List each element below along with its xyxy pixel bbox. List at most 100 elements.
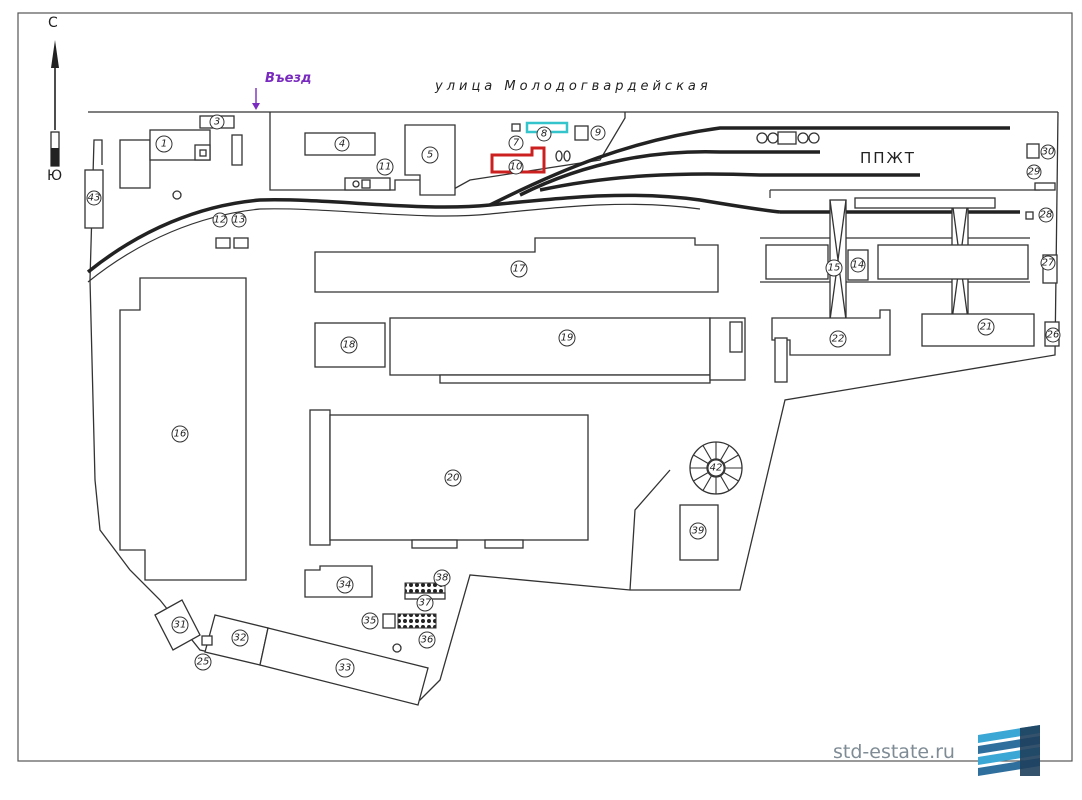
railway-track-branch-2 xyxy=(519,150,820,197)
building-20: 20 xyxy=(309,409,589,549)
railway-track-main xyxy=(86,193,781,274)
building-27-label: 27 xyxy=(1042,258,1055,269)
building-8-label: 8 xyxy=(541,129,547,140)
building-25: 25 xyxy=(194,653,212,671)
building-5: 5 xyxy=(404,124,456,196)
street-name: улица Молодогвардейская xyxy=(434,79,712,94)
building-4-label: 4 xyxy=(339,139,345,150)
building-15-label: 15 xyxy=(828,263,841,274)
round-structure-spoke xyxy=(723,454,739,464)
building-30: 30 xyxy=(1026,143,1056,160)
ppzht-wagons xyxy=(756,131,820,145)
railway-track-branch-1 xyxy=(489,126,1010,207)
building-29: 29 xyxy=(1026,164,1056,191)
entry-label: Въезд xyxy=(265,71,312,86)
building-36: 36 xyxy=(397,613,437,649)
building-5-label: 5 xyxy=(427,150,433,161)
warehouse-east xyxy=(877,244,1029,280)
building-43: 43 xyxy=(84,169,104,229)
small-structure xyxy=(231,134,243,166)
ppzht-label: ППЖТ xyxy=(860,149,916,167)
building-15: 15 xyxy=(765,244,843,280)
building-14-label: 14 xyxy=(852,260,865,271)
building-4: 4 xyxy=(304,132,376,156)
round-structure-spoke xyxy=(693,472,709,482)
north-arrow-icon xyxy=(51,40,59,68)
building-37: 37 xyxy=(404,592,446,612)
building-13-label: 13 xyxy=(233,215,246,226)
compass-south-label: Ю xyxy=(47,168,62,184)
building-34-label: 34 xyxy=(339,580,352,591)
round-structure-spoke xyxy=(723,472,739,482)
building-22: 22 xyxy=(771,309,891,383)
building-38-label: 38 xyxy=(436,573,449,584)
building-31-label: 31 xyxy=(174,620,187,631)
map-frame xyxy=(17,12,1073,762)
compass-north-label: С xyxy=(48,15,58,31)
building-1: 1 xyxy=(119,129,211,189)
round-structure-spoke xyxy=(702,475,712,491)
entry-arrow-icon xyxy=(252,88,260,110)
building-14: 14 xyxy=(847,249,869,281)
building-18: 18 xyxy=(314,322,386,368)
watermark-logo-icon xyxy=(978,725,1040,776)
site-boundary xyxy=(89,111,1059,701)
round-structure-spoke xyxy=(702,445,712,461)
building-10-label: 10 xyxy=(510,162,523,173)
building-29-label: 29 xyxy=(1028,167,1041,178)
building-3-label: 3 xyxy=(214,117,220,128)
building-17-label: 17 xyxy=(513,264,526,275)
building-8: 8 xyxy=(525,121,569,142)
round-structure-spoke xyxy=(693,454,709,464)
building-16-label: 16 xyxy=(174,429,187,440)
building-18-label: 18 xyxy=(343,340,356,351)
building-35: 35 xyxy=(361,612,396,630)
building-7: 7 xyxy=(508,123,524,151)
building-13: 13 xyxy=(231,212,249,249)
building-12: 12 xyxy=(212,212,231,249)
building-36-label: 36 xyxy=(421,635,434,646)
building-34: 34 xyxy=(304,565,373,598)
building-7-label: 7 xyxy=(513,138,520,149)
building-33: 33 xyxy=(259,627,429,706)
building-12-label: 12 xyxy=(214,215,227,226)
building-25-label: 25 xyxy=(197,657,210,668)
building-20-label: 20 xyxy=(447,473,460,484)
building-37-label: 37 xyxy=(419,598,432,609)
building-32: 32 xyxy=(201,614,269,666)
building-11: 11 xyxy=(344,158,394,191)
building-39: 39 xyxy=(679,504,719,561)
building-42-label: 42 xyxy=(710,463,723,474)
building-3: 3 xyxy=(199,114,235,130)
building-21-label: 21 xyxy=(980,322,993,333)
building-39-label: 39 xyxy=(692,526,705,537)
building-38: 38 xyxy=(404,569,451,594)
building-9-label: 9 xyxy=(595,128,601,139)
building-33-label: 33 xyxy=(339,663,352,674)
building-26-label: 26 xyxy=(1047,330,1060,341)
round-structure-spoke xyxy=(720,445,730,461)
building-28-label: 28 xyxy=(1040,210,1053,221)
building-43-label: 43 xyxy=(88,193,101,204)
building-17: 17 xyxy=(314,237,719,293)
building-22-label: 22 xyxy=(832,334,845,345)
building-11-label: 11 xyxy=(379,162,392,173)
building-27: 27 xyxy=(1040,254,1058,284)
building-32-label: 32 xyxy=(234,633,247,644)
building-9: 9 xyxy=(574,125,606,141)
building-19: 19 xyxy=(389,317,746,384)
compass: С Ю xyxy=(47,15,62,184)
building-35-label: 35 xyxy=(364,616,377,627)
building-19-label: 19 xyxy=(561,333,574,344)
building-16: 16 xyxy=(119,277,247,581)
building-28: 28 xyxy=(1025,207,1054,223)
round-structure-spoke xyxy=(720,475,730,491)
building-42-round: 42 xyxy=(689,441,743,495)
building-21: 21 xyxy=(921,313,1035,347)
building-1-label: 1 xyxy=(161,139,167,150)
building-26: 26 xyxy=(1044,321,1061,347)
railway-track-branch-3 xyxy=(539,172,920,192)
building-30-label: 30 xyxy=(1042,147,1055,158)
building-31: 31 xyxy=(154,599,201,651)
